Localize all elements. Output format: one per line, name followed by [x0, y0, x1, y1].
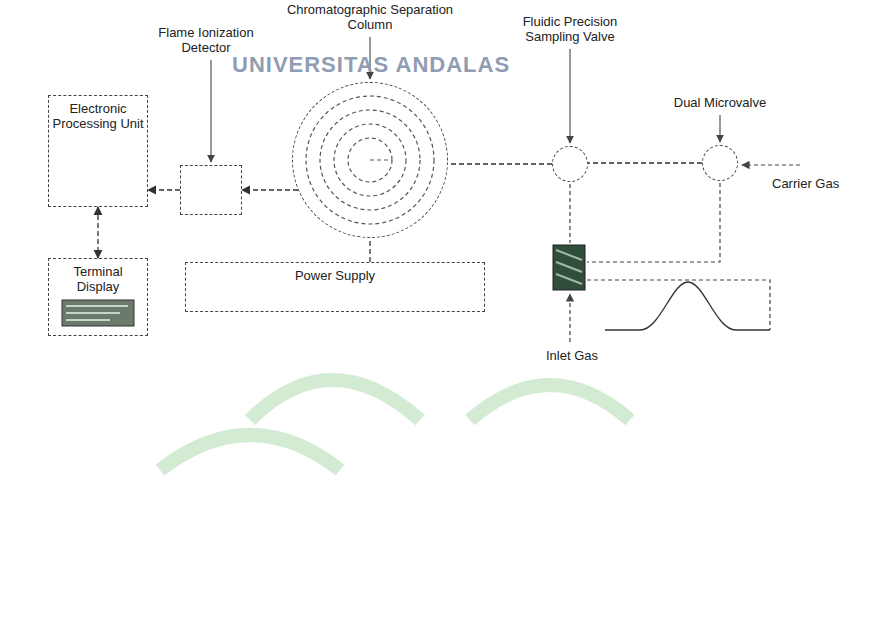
connector — [448, 163, 552, 164]
power-supply-box: Power Supply — [185, 262, 485, 312]
watermark: UNIVERSITAS ANDALAS — [232, 52, 510, 78]
background-arcs — [160, 380, 630, 470]
chromatogram-peak — [605, 282, 770, 330]
connector — [148, 189, 180, 190]
leader-line — [210, 60, 211, 162]
box-outline — [702, 145, 738, 181]
display-box: Terminal Display — [48, 258, 148, 336]
connector — [97, 207, 98, 258]
display-screen — [62, 300, 134, 326]
part-heading: Chromatographic Separation Column — [280, 2, 460, 32]
gas-label: Carrier Gas — [772, 176, 839, 191]
leader-line — [569, 49, 570, 143]
box-label: Electronic Processing Unit — [52, 101, 144, 131]
column-coil — [306, 96, 434, 224]
part-heading: Flame Ionization Detector — [150, 25, 262, 55]
inlet-filter-block — [553, 245, 585, 290]
separation-column: Chromatographic Separation Column — [280, 2, 460, 242]
box-label: Power Supply — [189, 268, 481, 283]
part-heading: Dual Microvalve — [670, 95, 770, 110]
box-label: Terminal Display — [52, 264, 144, 294]
connector — [588, 162, 702, 163]
leader-line — [719, 115, 720, 142]
box-outline — [552, 146, 588, 182]
microvalve: Dual Microvalve — [670, 95, 770, 183]
sampling-valve: Fluidic Precision Sampling Valve — [515, 14, 625, 186]
gas-label: Inlet Gas — [546, 348, 598, 363]
box-outline — [292, 82, 448, 238]
part-heading: Fluidic Precision Sampling Valve — [515, 14, 625, 44]
box-outline — [180, 165, 242, 215]
connector — [369, 238, 370, 262]
processing-unit-box: Electronic Processing Unit — [48, 95, 148, 207]
connector — [242, 189, 298, 190]
gas-lines — [570, 165, 800, 342]
